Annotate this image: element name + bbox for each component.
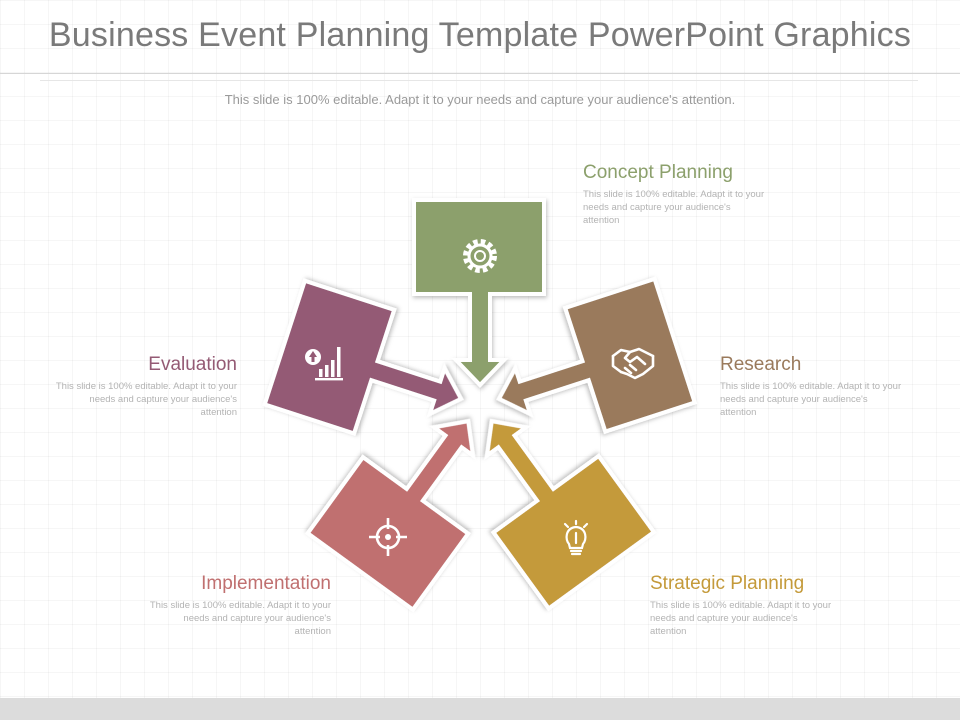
petal-shape bbox=[304, 418, 476, 613]
item-title: Strategic Planning bbox=[650, 573, 805, 594]
item-description: This slide is 100% editable. Adapt it to… bbox=[583, 189, 765, 226]
subtitle-divider bbox=[40, 80, 918, 81]
item-title: Research bbox=[720, 354, 802, 375]
item-title: Implementation bbox=[201, 573, 331, 594]
petal-evaluation bbox=[262, 278, 464, 436]
bar-chart-icon bbox=[305, 347, 343, 381]
petal-shape bbox=[412, 198, 546, 388]
label-research: Research This slide is 100% editable. Ad… bbox=[720, 354, 905, 419]
item-description: This slide is 100% editable. Adapt it to… bbox=[650, 600, 832, 637]
petal-concept-planning bbox=[412, 198, 546, 388]
target-icon bbox=[369, 518, 407, 556]
petal-shape bbox=[262, 278, 464, 436]
petal-implementation bbox=[304, 418, 476, 613]
handshake-icon bbox=[611, 347, 655, 380]
label-concept-planning: Concept Planning This slide is 100% edit… bbox=[583, 162, 768, 227]
item-description: This slide is 100% editable. Adapt it to… bbox=[149, 600, 331, 637]
petal-shape bbox=[496, 276, 698, 435]
item-title: Concept Planning bbox=[583, 162, 733, 183]
label-implementation: Implementation This slide is 100% editab… bbox=[146, 573, 331, 638]
lightbulb-icon bbox=[563, 519, 589, 556]
petal-shape bbox=[484, 418, 657, 612]
gear-icon bbox=[463, 239, 497, 273]
item-title: Evaluation bbox=[148, 354, 237, 375]
footer-bar bbox=[0, 698, 960, 720]
item-description: This slide is 100% editable. Adapt it to… bbox=[55, 381, 237, 418]
petal-strategic-planning bbox=[484, 418, 657, 612]
label-evaluation: Evaluation This slide is 100% editable. … bbox=[52, 354, 237, 419]
slide-subtitle: This slide is 100% editable. Adapt it to… bbox=[224, 92, 736, 107]
label-strategic-planning: Strategic Planning This slide is 100% ed… bbox=[650, 573, 835, 638]
petal-research bbox=[496, 276, 698, 435]
title-divider bbox=[0, 73, 960, 74]
slide-title: Business Event Planning Template PowerPo… bbox=[48, 16, 912, 54]
item-description: This slide is 100% editable. Adapt it to… bbox=[720, 381, 902, 418]
